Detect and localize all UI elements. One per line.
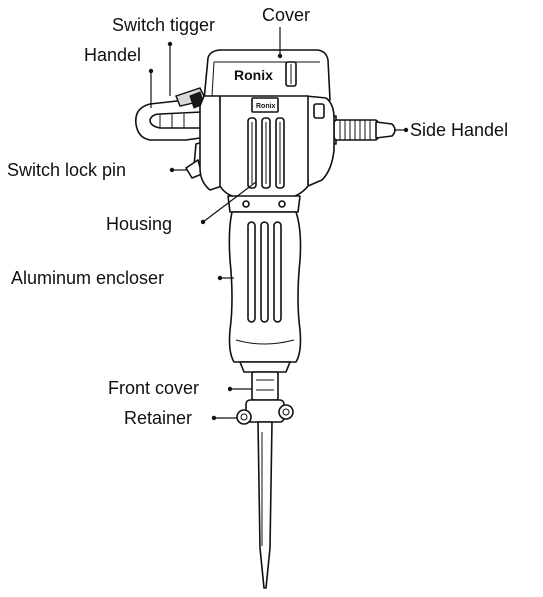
chisel-bit <box>257 421 273 589</box>
jackhammer-illustration: Ronix Ronix <box>134 49 396 589</box>
cover-logo: Ronix <box>234 67 273 83</box>
motor-body: Ronix Ronix <box>199 49 335 199</box>
label-switch-trigger: Switch tigger <box>112 15 215 35</box>
label-handle: Handel <box>84 45 141 65</box>
label-side-handle: Side Handel <box>410 120 508 140</box>
label-aluminum-enclosure: Aluminum encloser <box>11 268 164 288</box>
aluminum-enclosure <box>228 211 302 373</box>
callouts: Cover Switch tigger Handel Side Handel S… <box>7 5 508 428</box>
rear-handle <box>134 87 208 141</box>
label-retainer: Retainer <box>124 408 192 428</box>
collar <box>227 195 301 213</box>
label-switch-lock-pin: Switch lock pin <box>7 160 126 180</box>
label-housing: Housing <box>106 214 172 234</box>
label-front-cover: Front cover <box>108 378 199 398</box>
label-cover: Cover <box>262 5 310 25</box>
front-cover <box>251 371 279 401</box>
plate-logo: Ronix <box>256 103 276 110</box>
retainer <box>236 399 294 425</box>
